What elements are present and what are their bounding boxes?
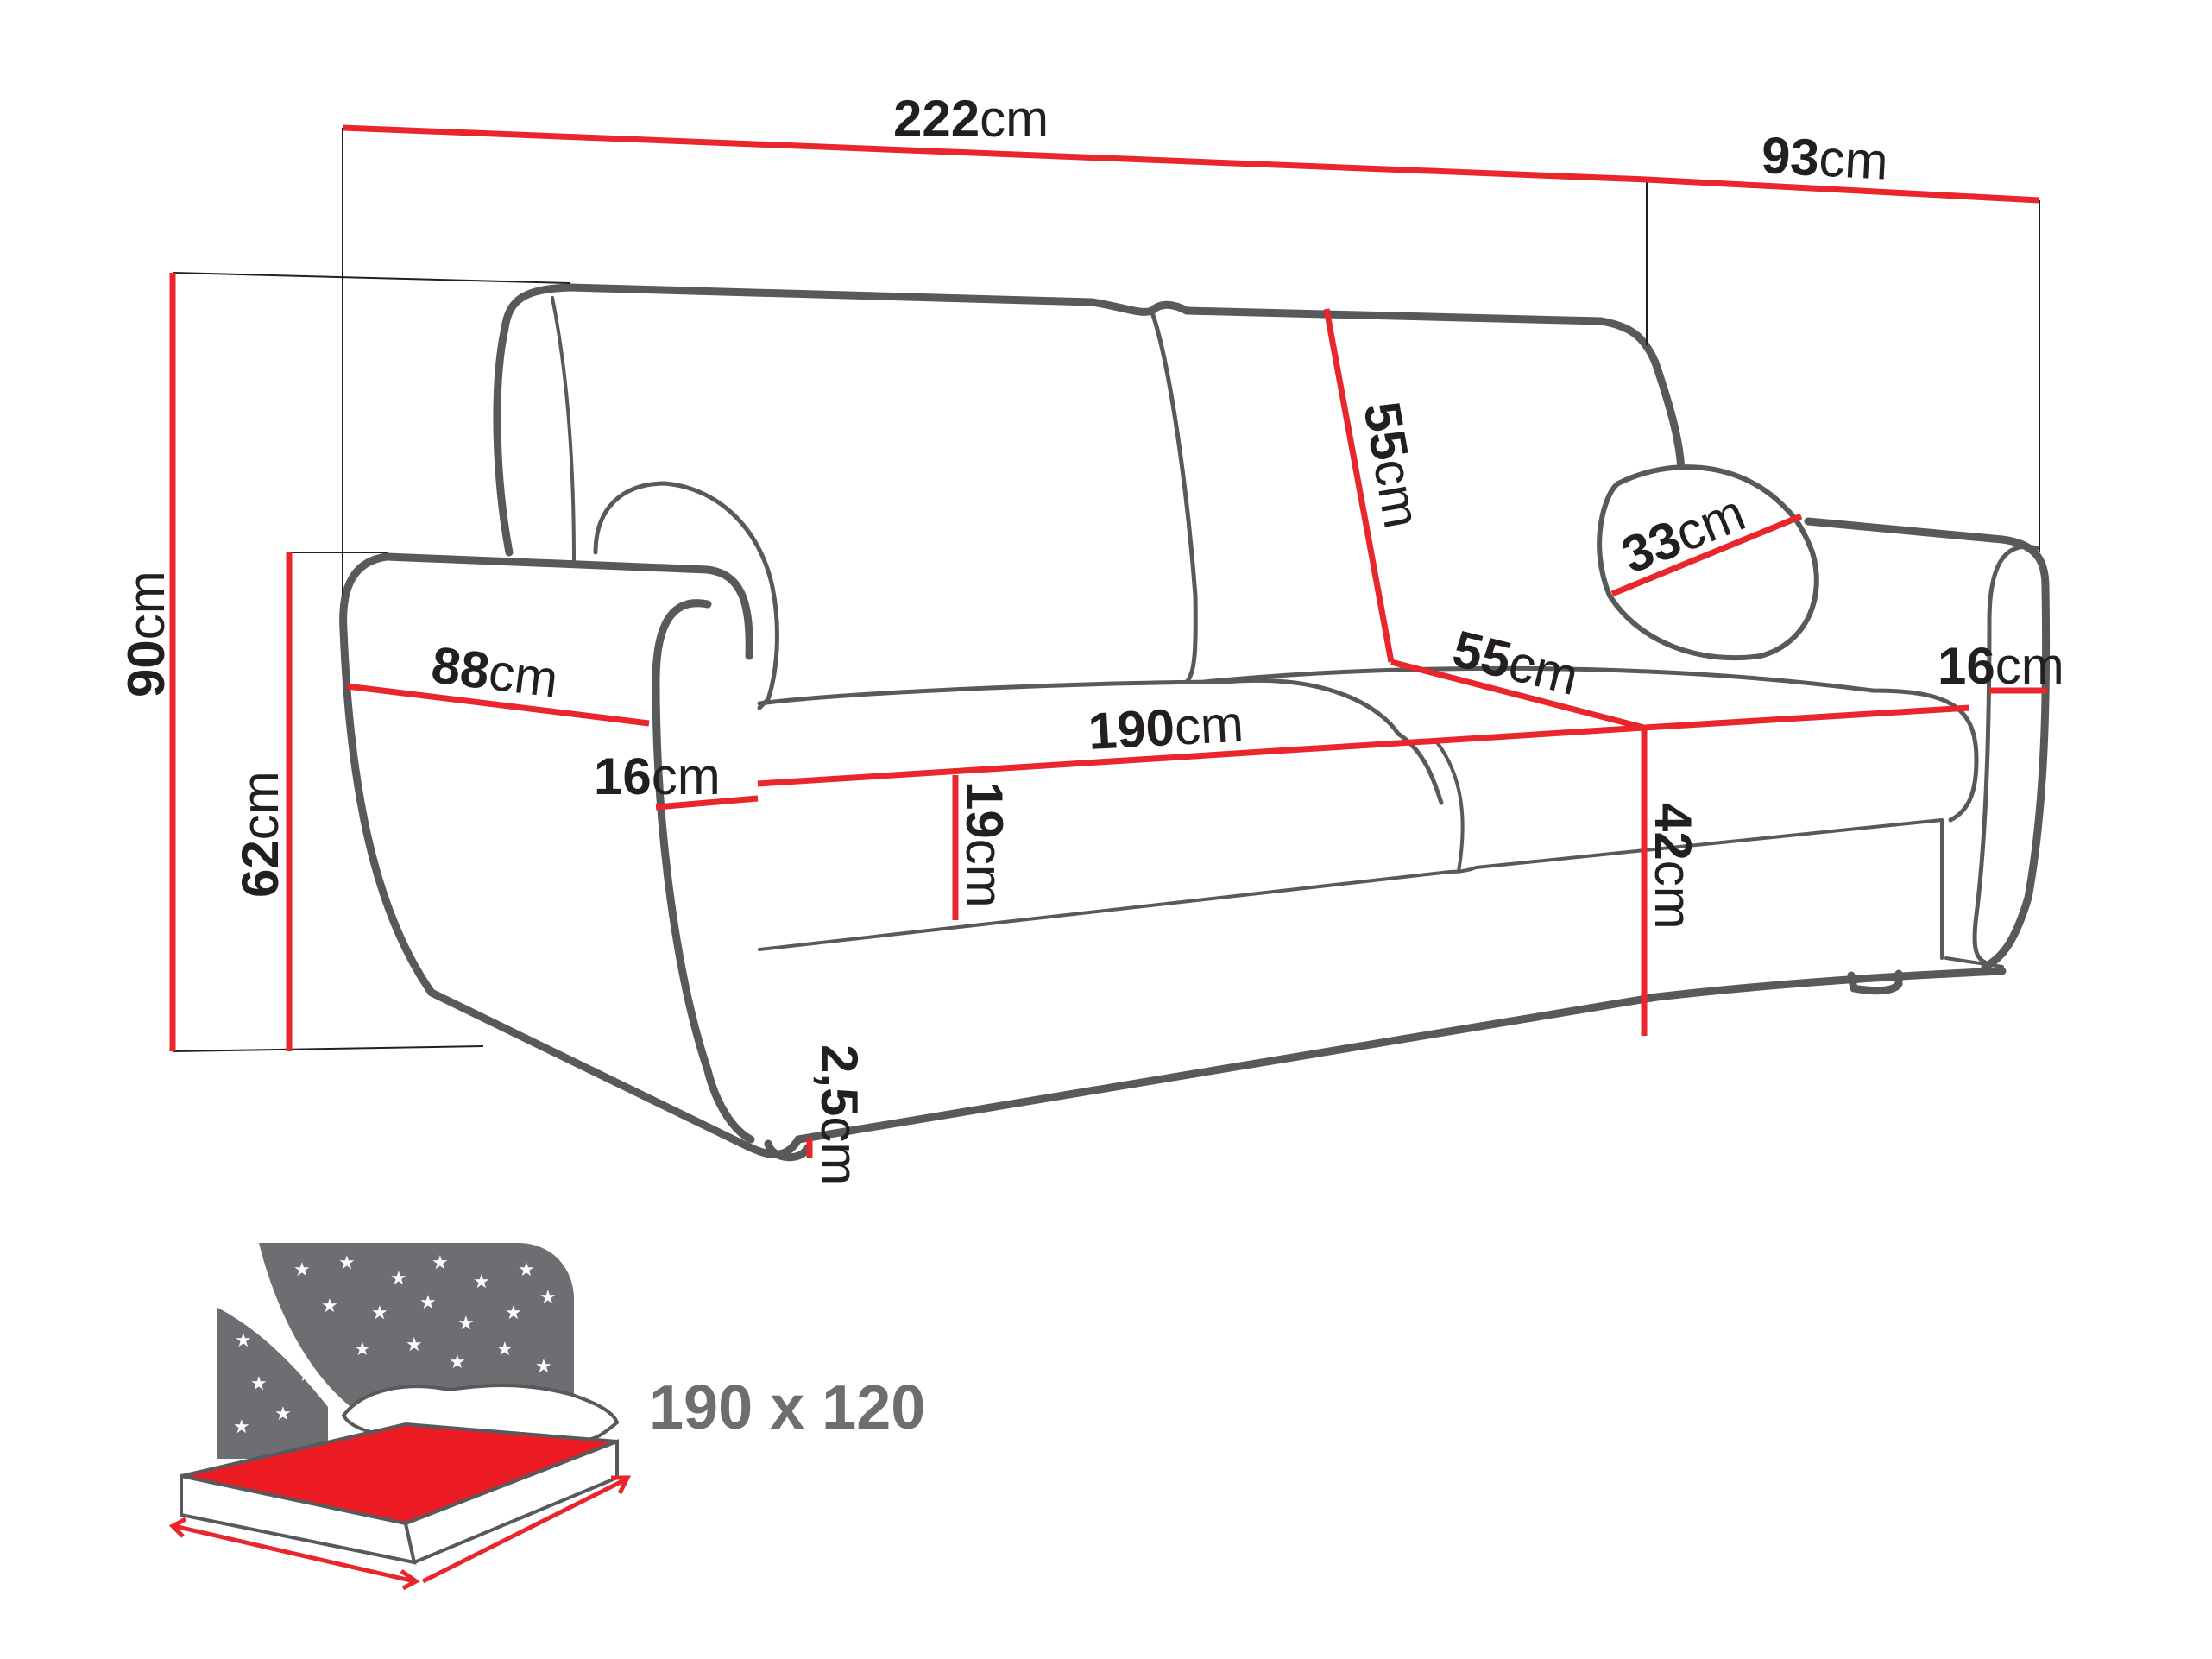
right-armrest-front xyxy=(1972,544,2039,965)
dim-line-backrest-height xyxy=(1323,308,1395,663)
dim-line-armrest-depth xyxy=(346,683,650,727)
label-seat-width: 190cm xyxy=(1087,695,1245,760)
dimension-lines xyxy=(169,124,2047,1158)
right-pillow xyxy=(1597,464,1819,661)
label-width-total: 222cm xyxy=(893,90,1049,148)
label-depth-total: 93cm xyxy=(1760,126,1889,191)
svg-text:★: ★ xyxy=(419,1292,437,1314)
left-armrest-top xyxy=(382,552,753,660)
star-icons: ★★★ ★★★ ★★★ ★★★ ★★★ ★★★ ★★★ ★ xyxy=(233,1252,557,1438)
svg-text:★: ★ xyxy=(505,1303,522,1324)
sofa-base xyxy=(794,967,2007,1144)
svg-text:★: ★ xyxy=(432,1252,449,1274)
svg-text:★: ★ xyxy=(233,1416,250,1438)
bed-dimension-arrows xyxy=(168,1475,632,1591)
dim-line-seat-depth xyxy=(1390,659,1645,731)
svg-text:★: ★ xyxy=(321,1296,338,1317)
svg-text:★: ★ xyxy=(250,1373,268,1395)
label-cushion-thickness: 19cm xyxy=(955,781,1013,908)
right-armrest xyxy=(1804,517,2051,971)
right-leg xyxy=(1847,969,1903,995)
label-armrest-width-left: 16cm xyxy=(594,747,721,805)
left-backrest xyxy=(493,283,1686,557)
seat-cushion-right-top xyxy=(1201,665,1979,823)
svg-text:★: ★ xyxy=(449,1352,466,1373)
back-cushion-divider xyxy=(1150,310,1198,684)
left-pillow xyxy=(593,481,779,710)
svg-text:★: ★ xyxy=(371,1303,388,1324)
left-armrest-front xyxy=(652,599,755,1144)
svg-text:★: ★ xyxy=(235,1330,252,1352)
svg-text:★: ★ xyxy=(539,1287,557,1309)
seat-cushion-split xyxy=(1435,741,1465,874)
dim-line-width xyxy=(342,124,1648,183)
dim-line-pillow xyxy=(1610,513,1803,597)
label-leg-height: 2,5cm xyxy=(810,1044,868,1185)
svg-text:★: ★ xyxy=(298,1365,315,1386)
dimension-labels: 222cm 93cm 90cm 62cm 88cm 16cm 16cm 190c… xyxy=(117,90,2064,1185)
svg-text:★: ★ xyxy=(293,1259,311,1281)
label-armrest-height: 62cm xyxy=(231,771,289,898)
left-back-inner-line xyxy=(551,296,576,563)
sofa-frame-right xyxy=(1940,818,2004,968)
svg-text:★: ★ xyxy=(354,1339,371,1360)
dim-line-armrest-width-left xyxy=(655,795,759,811)
bed-mattress-icon: ★★★ ★★★ ★★★ ★★★ ★★★ ★★★ ★★★ ★ 190 x 120 xyxy=(168,1243,925,1591)
left-armrest xyxy=(339,552,803,1158)
svg-text:★: ★ xyxy=(496,1339,514,1360)
label-height-total: 90cm xyxy=(117,571,175,697)
svg-text:★: ★ xyxy=(518,1259,535,1281)
left-leg xyxy=(764,1139,811,1162)
svg-text:★: ★ xyxy=(457,1313,475,1334)
svg-text:★: ★ xyxy=(338,1252,356,1274)
svg-text:★: ★ xyxy=(274,1404,292,1425)
label-armrest-width-right: 16cm xyxy=(1938,637,2064,695)
label-backrest-height: 55cm xyxy=(1352,398,1431,533)
svg-text:★: ★ xyxy=(473,1271,490,1293)
svg-text:★: ★ xyxy=(390,1268,407,1290)
label-armrest-depth: 88cm xyxy=(428,635,561,708)
sofa-outline xyxy=(339,283,2051,1162)
extension-lines xyxy=(172,128,2040,1052)
dim-line-depth xyxy=(1646,176,2040,204)
night-sky-panel xyxy=(259,1243,574,1416)
label-seat-height: 42cm xyxy=(1644,803,1702,930)
seat-cushion-front xyxy=(758,818,1944,951)
dim-line-seat-right xyxy=(1643,704,1970,731)
svg-text:★: ★ xyxy=(535,1356,552,1378)
svg-text:★: ★ xyxy=(406,1334,423,1356)
dim-line-seat-width xyxy=(757,724,1645,787)
night-sky-panel-left xyxy=(217,1308,328,1459)
bed-size-label: 190 x 120 xyxy=(649,1373,925,1442)
